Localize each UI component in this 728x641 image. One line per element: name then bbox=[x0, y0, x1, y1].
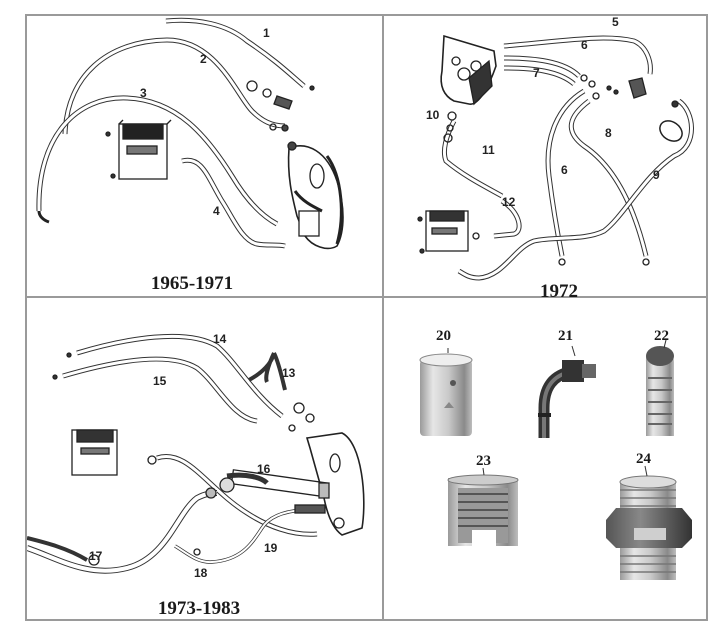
hose-ferrule-sleeve-icon bbox=[419, 353, 473, 436]
part-number-label: 4 bbox=[213, 204, 220, 218]
part-number-label: 9 bbox=[653, 168, 660, 182]
panel-caption: 1972 bbox=[540, 281, 578, 302]
panel-divider-horizontal bbox=[25, 296, 708, 298]
part-number-label: 10 bbox=[426, 108, 440, 122]
oil-line-diagram-1965-1971 bbox=[36, 17, 344, 250]
part-number-label: 18 bbox=[194, 566, 208, 580]
part-number-label: 19 bbox=[264, 541, 278, 555]
part-number-label: 13 bbox=[282, 366, 296, 380]
threaded-sleeve-cutaway-icon bbox=[447, 474, 519, 548]
part-number-label: 1 bbox=[263, 26, 270, 40]
fittings-photos bbox=[419, 339, 692, 580]
panel-caption: 1965-1971 bbox=[150, 273, 234, 294]
part-number-label: 2 bbox=[200, 52, 207, 66]
part-number-label: 12 bbox=[502, 195, 516, 209]
part-number-label: 8 bbox=[605, 126, 612, 140]
panel-1965-1971: 1 2 3 4 1965-1971 bbox=[27, 16, 382, 296]
panel-1973-1983: 14 13 15 16 19 17 18 1973-1983 bbox=[27, 298, 382, 621]
oil-line-diagram-1973-1983 bbox=[27, 333, 365, 574]
elbow-banjo-fitting-icon bbox=[538, 360, 596, 438]
part-number-label: 15 bbox=[153, 374, 167, 388]
panel-fittings: 20 21 22 23 24 bbox=[384, 298, 706, 621]
fitting-number-label: 23 bbox=[476, 453, 491, 469]
panel-divider-vertical bbox=[382, 14, 384, 621]
barbed-hose-nipple-icon bbox=[646, 346, 674, 436]
oil-line-diagram-1972 bbox=[417, 34, 694, 281]
figure-frame bbox=[25, 14, 708, 621]
part-number-label: 16 bbox=[257, 462, 271, 476]
part-number-label: 3 bbox=[140, 86, 147, 100]
fitting-number-label: 24 bbox=[636, 451, 651, 467]
part-number-label: 6 bbox=[561, 163, 568, 177]
panel-1972: 5 6 7 10 11 8 6 9 12 1972 bbox=[384, 15, 706, 302]
part-number-label: 6 bbox=[581, 38, 588, 52]
panel-caption: 1973-1983 bbox=[157, 598, 241, 619]
part-number-label: 11 bbox=[482, 143, 495, 157]
part-number-label: 7 bbox=[533, 66, 540, 80]
fitting-number-label: 20 bbox=[436, 328, 451, 344]
fitting-number-label: 21 bbox=[558, 328, 573, 344]
hex-double-nipple-icon bbox=[606, 475, 692, 580]
fitting-number-label: 22 bbox=[654, 328, 669, 344]
part-number-label: 14 bbox=[213, 332, 227, 346]
part-number-label: 17 bbox=[89, 549, 103, 563]
part-number-label: 5 bbox=[612, 15, 619, 29]
